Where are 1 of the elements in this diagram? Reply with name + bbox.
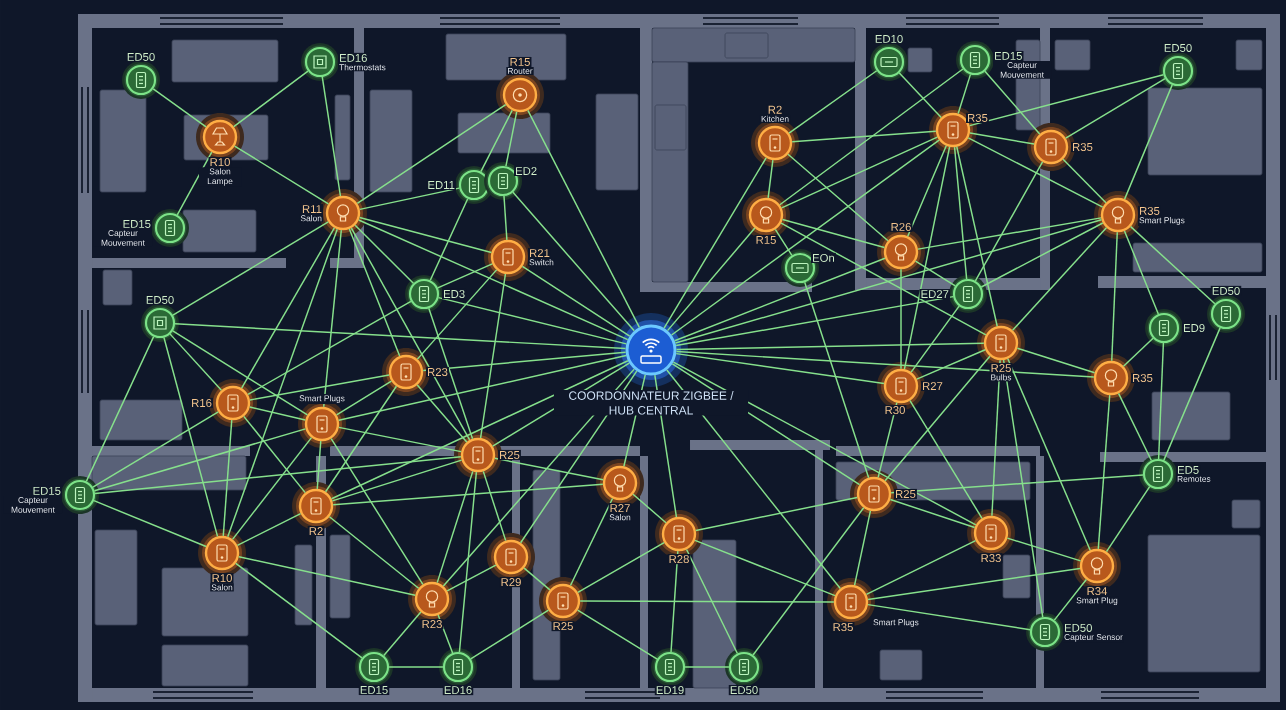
device-label: ED15 <box>31 485 62 496</box>
